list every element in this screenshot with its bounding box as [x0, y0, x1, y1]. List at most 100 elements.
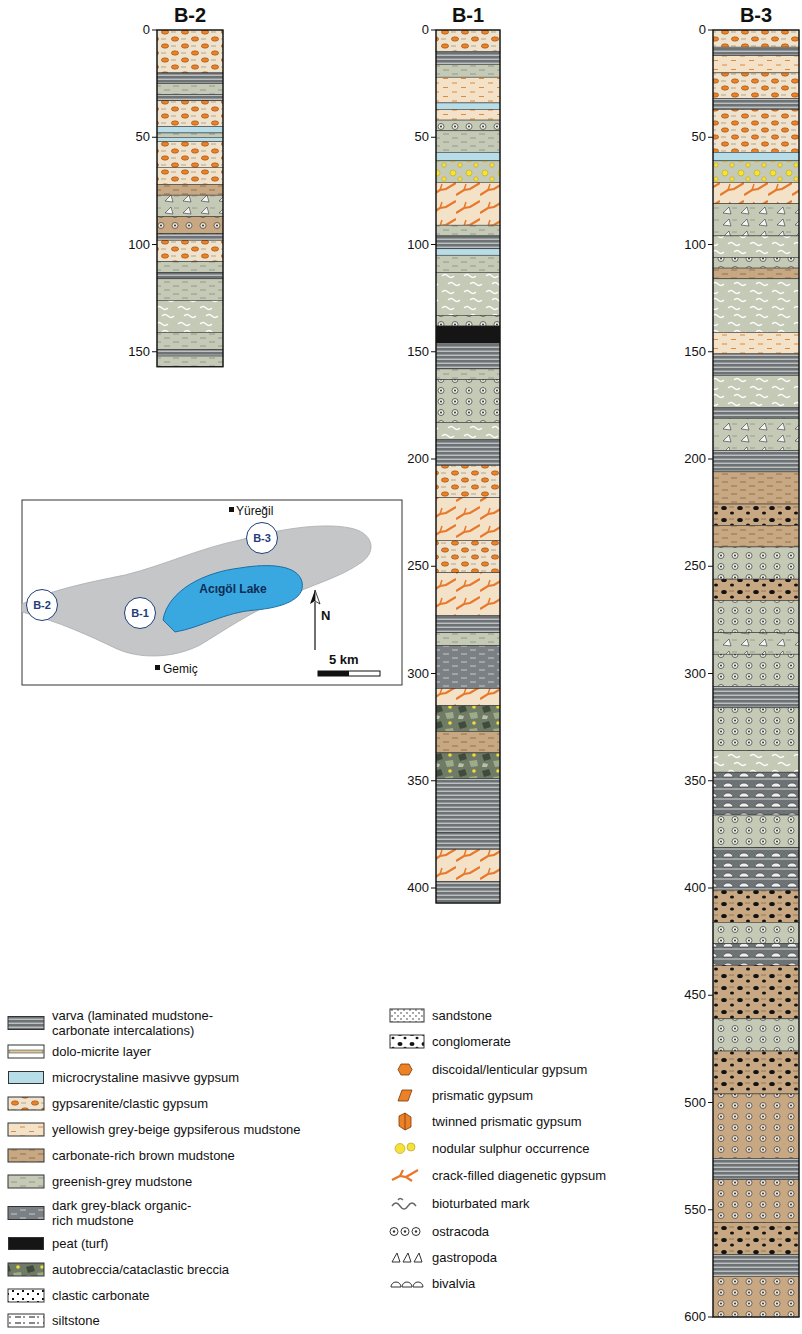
legend-text: crack-filled diagenetic gypsum — [432, 1168, 606, 1183]
ostracoda-symbol — [390, 1228, 420, 1236]
lithology-layer — [713, 1255, 799, 1276]
depth-tick — [708, 30, 713, 31]
lithology-layer — [436, 498, 500, 541]
basin-outline — [22, 526, 371, 656]
depth-tick — [431, 30, 436, 31]
depth-label: 350 — [407, 773, 429, 789]
lithology-layer — [436, 440, 500, 466]
legend-text: discoidal/lenticular gypsum — [432, 1062, 587, 1077]
lithology-layer — [157, 142, 223, 168]
lithology-layer — [157, 167, 223, 184]
gastropod — [403, 1253, 411, 1262]
town-name: Gemiç — [163, 661, 198, 677]
lithology-layer — [436, 369, 500, 380]
legend-swatches — [8, 1009, 424, 1327]
legend-text: bivalvia — [432, 1276, 475, 1291]
lithology-layer — [157, 234, 223, 240]
depth-label: 50 — [692, 129, 706, 145]
lithology-layer — [713, 1158, 799, 1179]
depth-tick — [708, 1209, 713, 1210]
borehole-marker: B-2 — [26, 589, 58, 621]
borehole-id: B-1 — [131, 607, 149, 619]
gypsiferous-swatch — [8, 1123, 44, 1136]
depth-label: 150 — [684, 344, 706, 360]
lithology-layer — [157, 279, 223, 300]
north-arrow-head — [315, 590, 320, 604]
lithology-layer — [713, 922, 799, 943]
depth-label: 150 — [407, 344, 429, 360]
depth-label: 500 — [684, 1095, 706, 1111]
depth-tick — [431, 888, 436, 889]
lithology-layer — [436, 882, 500, 903]
lithology-layer — [157, 94, 223, 100]
town-marker — [155, 665, 160, 670]
crack-gypsum-symbol — [392, 1170, 418, 1181]
lithology-layer — [436, 109, 500, 120]
depth-tick — [708, 780, 713, 781]
north-label: N — [321, 608, 330, 624]
lithology-layer — [713, 450, 799, 471]
log-outline — [436, 30, 500, 903]
log-outline — [157, 30, 223, 367]
siltstone-swatch — [8, 1314, 44, 1327]
lithology-layer — [713, 109, 799, 152]
lithology-layer — [436, 255, 500, 272]
borehole-marker: B-3 — [246, 522, 278, 554]
bivalvia-symbol — [391, 1282, 423, 1287]
lithology-layer — [436, 182, 500, 225]
lithology-layer — [157, 240, 223, 261]
lithology-layer — [713, 601, 799, 633]
column-title: B-1 — [428, 3, 508, 27]
map-frame — [22, 500, 402, 685]
lithology-layer — [713, 279, 799, 333]
depth-tick — [708, 459, 713, 460]
lithology-layer — [436, 236, 500, 249]
lithology-layer — [713, 99, 799, 110]
lithology-layer — [436, 753, 500, 779]
legend-text: gypsarenite/clastic gypsum — [52, 1096, 208, 1111]
depth-tick — [431, 566, 436, 567]
lithology-layer — [436, 573, 500, 616]
gastropod — [414, 1253, 422, 1262]
lithology-layer — [157, 101, 223, 127]
bivalve — [413, 1282, 423, 1287]
lithology-layer — [157, 73, 223, 84]
borehole-log — [708, 30, 799, 1317]
sulphur-symbol — [395, 1144, 405, 1154]
lithology-layer — [436, 315, 500, 326]
lithology-layer — [157, 272, 223, 278]
depth-label: 200 — [407, 451, 429, 467]
depth-label: 400 — [407, 880, 429, 896]
depth-label: 150 — [128, 344, 150, 360]
scale-label: 5 km — [329, 652, 359, 668]
ostracod — [412, 1228, 420, 1236]
depth-label: 250 — [684, 558, 706, 574]
lithology-layer — [713, 751, 799, 772]
borehole-marker: B-1 — [124, 597, 156, 629]
dark-mudstone-swatch — [8, 1207, 44, 1220]
lithology-layer — [713, 815, 799, 847]
lithology-layer — [436, 633, 500, 646]
depth-tick — [431, 459, 436, 460]
lithology-layer — [157, 195, 223, 216]
lithology-layer — [436, 103, 500, 109]
legend-text: sandstone — [432, 1008, 492, 1023]
depth-tick — [708, 673, 713, 674]
brown-mudstone-swatch — [8, 1149, 44, 1162]
legend-swatch — [8, 1071, 44, 1084]
gastropoda-symbol — [392, 1253, 422, 1262]
depth-label: 0 — [699, 22, 706, 38]
lithology-layer — [436, 161, 500, 182]
lithology-layer — [436, 832, 500, 849]
lithology-layer — [713, 472, 799, 504]
lithology-layer — [157, 356, 223, 367]
lithology-layer — [436, 465, 500, 497]
lithology-layer — [436, 120, 500, 131]
lithology-layer — [713, 686, 799, 707]
depth-tick — [708, 995, 713, 996]
legend-text: greenish-grey mudstone — [52, 1174, 192, 1189]
depth-label: 0 — [143, 22, 150, 38]
gastropod — [392, 1253, 400, 1262]
ostracod — [404, 1230, 406, 1232]
